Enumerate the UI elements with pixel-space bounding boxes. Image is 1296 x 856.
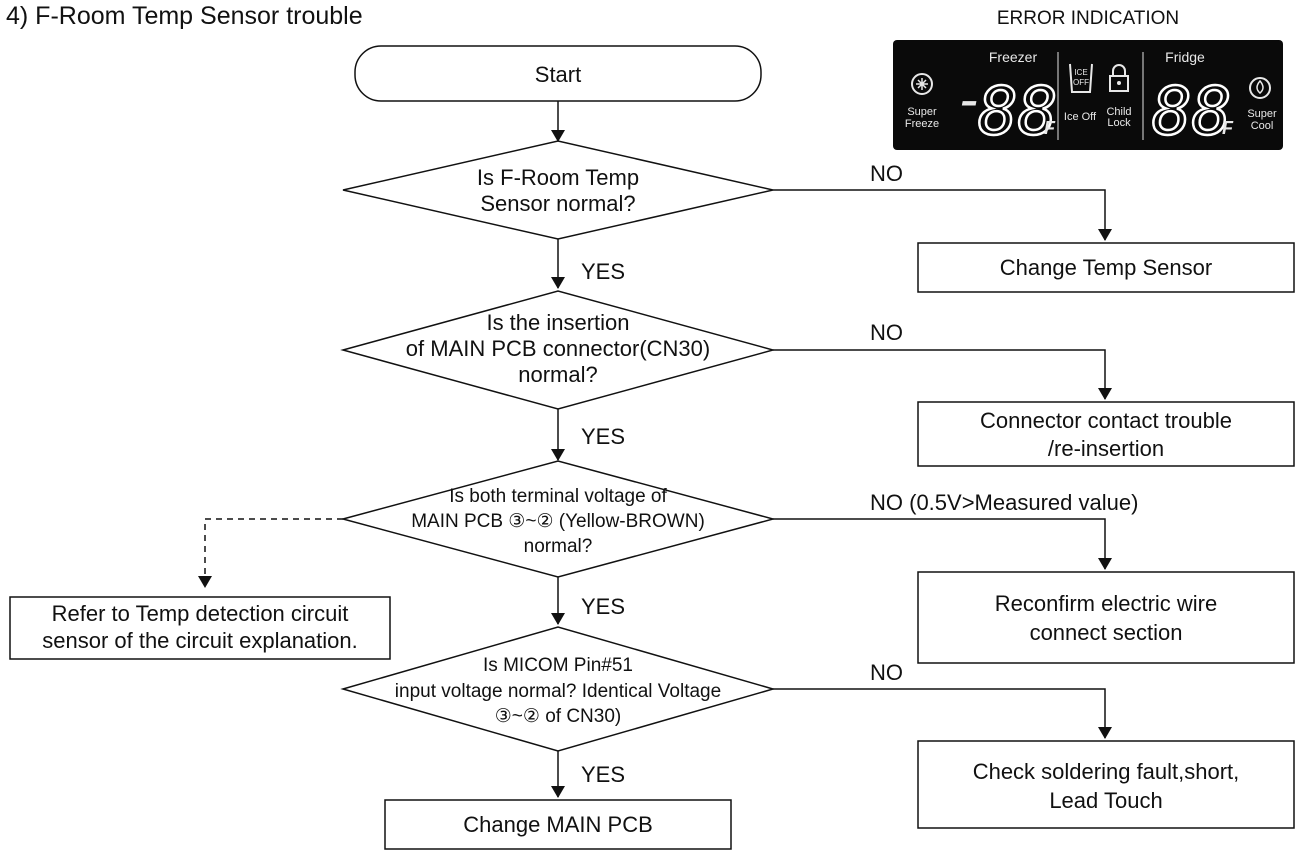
freezer-minus-sign: -	[959, 67, 978, 130]
ice-off-icon-text-2: OFF	[1073, 78, 1089, 87]
action3-line2: connect section	[1030, 620, 1183, 645]
d1-no-label: NO	[870, 161, 903, 186]
d3-yes-label: YES	[581, 594, 625, 619]
fridge-digit-display: 88	[1152, 73, 1231, 150]
decision2-line1: Is the insertion	[486, 310, 629, 335]
super-cool-icon	[1249, 77, 1271, 99]
freezer-unit: F	[1044, 118, 1056, 138]
d1-yes-label: YES	[581, 259, 625, 284]
page-title: 4) F-Room Temp Sensor trouble	[6, 2, 363, 30]
decision3-line2: MAIN PCB ③~② (Yellow-BROWN)	[411, 511, 705, 532]
action-reconfirm-wire	[917, 571, 1295, 664]
decision4-line3: ③~② of CN30)	[495, 706, 621, 727]
freezer-digit-display: 88	[978, 73, 1057, 150]
d2-no-label: NO	[870, 320, 903, 345]
ice-off-icon-text-1: ICE	[1074, 68, 1087, 77]
refer-line2: sensor of the circuit explanation.	[42, 628, 358, 653]
decision3-line1: Is both terminal voltage of	[449, 486, 667, 507]
decision4-line1: Is MICOM Pin#51	[483, 655, 633, 676]
connector-d3-refer-dashed	[198, 518, 343, 588]
child-lock-icon	[1109, 64, 1129, 92]
d4-no-label: NO	[870, 660, 903, 685]
decision2-line2: of MAIN PCB connector(CN30)	[406, 336, 710, 361]
super-cool-label-1: Super	[1247, 108, 1277, 120]
decision2-line3: normal?	[518, 362, 597, 387]
decision4-line2: input voltage normal? Identical Voltage	[395, 681, 721, 702]
fridge-unit: F	[1222, 118, 1234, 138]
connector-d1-no	[773, 189, 1112, 241]
error-indication-panel: Freezer Super Freeze - 88 F ICE OFF Ice …	[893, 40, 1283, 151]
refer-line1: Refer to Temp detection circuit	[52, 601, 349, 626]
connector-d2-no	[773, 349, 1112, 400]
action-change-temp-sensor	[917, 242, 1295, 293]
decision1-line1: Is F-Room Temp	[477, 165, 639, 190]
child-lock-label-1: Child	[1106, 106, 1131, 118]
final-change-main-pcb	[384, 799, 732, 850]
action3-line1: Reconfirm electric wire	[995, 591, 1218, 616]
action-connector-contact	[917, 401, 1295, 467]
super-freeze-label-2: Freeze	[905, 118, 939, 130]
action-check-soldering	[917, 740, 1295, 829]
final-label: Change MAIN PCB	[463, 812, 653, 837]
action2-line2: /re-insertion	[1048, 436, 1164, 461]
action4-line1: Check soldering fault,short,	[973, 759, 1240, 784]
action4-line2: Lead Touch	[1049, 788, 1162, 813]
start-label: Start	[535, 62, 581, 87]
super-freeze-label-1: Super	[907, 106, 937, 118]
d2-yes-label: YES	[581, 424, 625, 449]
decision3-line3: normal?	[524, 536, 593, 557]
decision1-line2: Sensor normal?	[480, 191, 635, 216]
d4-yes-label: YES	[581, 762, 625, 787]
freezer-label: Freezer	[989, 49, 1038, 65]
super-freeze-icon	[911, 73, 933, 95]
error-indication-caption: ERROR INDICATION	[997, 8, 1179, 29]
fridge-label: Fridge	[1165, 49, 1205, 65]
connector-d3-no	[773, 518, 1112, 570]
child-lock-label-2: Lock	[1107, 117, 1131, 129]
super-cool-label-2: Cool	[1251, 120, 1274, 132]
refer-note-box	[9, 596, 391, 660]
d3-no-label: NO (0.5V>Measured value)	[870, 490, 1138, 515]
decision-sensor-normal	[342, 140, 774, 240]
action2-line1: Connector contact trouble	[980, 408, 1232, 433]
connector-d4-no	[773, 688, 1112, 739]
ice-off-label: Ice Off	[1064, 111, 1097, 123]
ice-off-icon	[1069, 63, 1093, 93]
action1-label: Change Temp Sensor	[1000, 255, 1212, 280]
